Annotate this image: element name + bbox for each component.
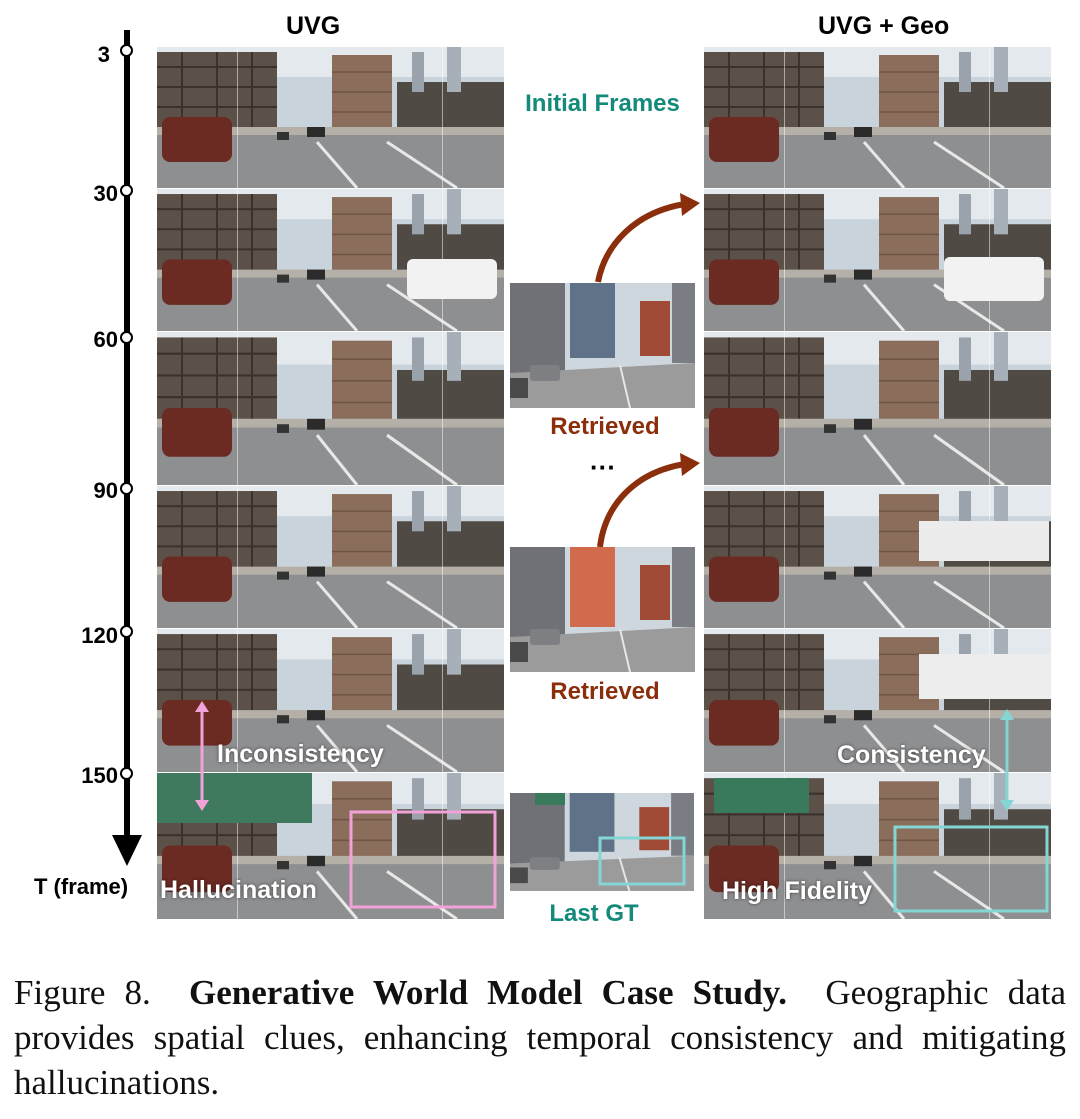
left-column-title: UVG bbox=[286, 12, 341, 40]
uvg-geo-frame-90 bbox=[704, 486, 1051, 628]
uvg-geo-frame-30 bbox=[704, 189, 1051, 331]
tick-label: 60 bbox=[93, 327, 118, 352]
caption-prefix: Figure 8. bbox=[14, 973, 151, 1012]
hallucination-label: Hallucination bbox=[160, 876, 317, 904]
right-column-title: UVG + Geo bbox=[818, 12, 950, 40]
caption-title: Generative World Model Case Study. bbox=[189, 973, 788, 1012]
consistency-arrow bbox=[1000, 709, 1014, 811]
tick-label: 150 bbox=[81, 763, 118, 788]
uvg-frame-30 bbox=[157, 189, 504, 331]
retrieved-label-2: Retrieved bbox=[550, 678, 660, 705]
tick-marker bbox=[120, 184, 133, 197]
uvg-frame-60 bbox=[157, 332, 504, 485]
tick-label: 120 bbox=[81, 623, 118, 648]
consistency-label: Consistency bbox=[837, 741, 986, 769]
last-gt-frame bbox=[510, 793, 694, 891]
tick-marker bbox=[120, 44, 133, 57]
tick-label: 90 bbox=[93, 478, 118, 503]
retrieved-frame-1 bbox=[510, 283, 695, 408]
retrieved-label-1: Retrieved bbox=[550, 413, 660, 440]
uvg-frame-150 bbox=[157, 773, 504, 919]
retrieved-frame-2 bbox=[510, 547, 695, 672]
last-gt-highlight-box bbox=[598, 836, 686, 886]
retrieval-arrow bbox=[595, 193, 700, 283]
inconsistency-label: Inconsistency bbox=[217, 740, 384, 768]
uvg-frame-90 bbox=[157, 486, 504, 628]
uvg-geo-frame-3 bbox=[704, 47, 1051, 188]
timeline-arrow bbox=[112, 30, 142, 866]
tick-label: 3 bbox=[97, 42, 110, 67]
uvg-geo-frame-150 bbox=[704, 773, 1051, 919]
hallucination-highlight-box bbox=[349, 810, 497, 909]
uvg-frame-3 bbox=[157, 47, 504, 188]
figure-caption: Figure 8. Generative World Model Case St… bbox=[14, 970, 1066, 1105]
retrieval-arrow bbox=[597, 453, 700, 548]
tick-marker bbox=[120, 331, 133, 344]
timeline-axis-label: T (frame) bbox=[34, 874, 129, 899]
high-fidelity-label: High Fidelity bbox=[722, 877, 872, 905]
initial-frames-label: Initial Frames bbox=[525, 90, 680, 117]
inconsistency-arrow bbox=[195, 701, 209, 811]
tick-marker bbox=[120, 482, 133, 495]
tick-marker bbox=[120, 625, 133, 638]
high-fidelity-highlight-box bbox=[893, 825, 1049, 913]
ellipsis: ··· bbox=[590, 452, 616, 482]
last-gt-label: Last GT bbox=[549, 900, 639, 927]
caption-body: Geographic data provides spatial clues, … bbox=[14, 973, 1067, 1102]
tick-marker bbox=[120, 767, 133, 780]
tick-label: 30 bbox=[93, 181, 118, 206]
uvg-geo-frame-60 bbox=[704, 332, 1051, 485]
uvg-geo-frame-120 bbox=[704, 629, 1051, 772]
